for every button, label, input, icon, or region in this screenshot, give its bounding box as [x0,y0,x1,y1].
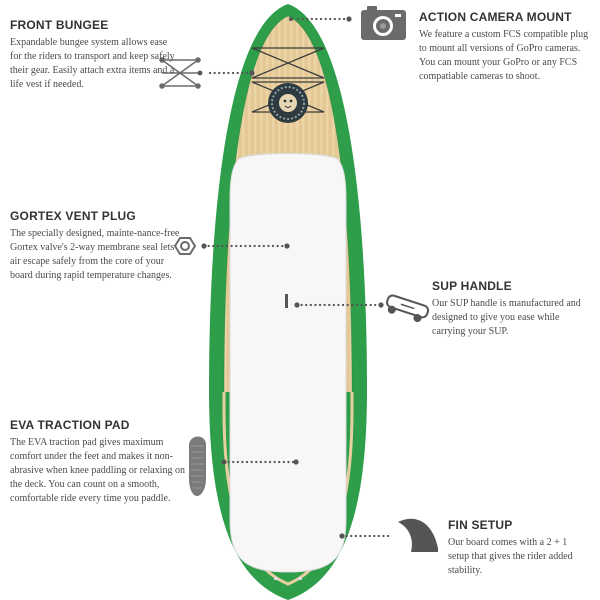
logo-emblem [268,83,308,123]
feature-title: SUP HANDLE [432,279,512,293]
traction-pad-icon [189,436,206,496]
camera-mount-point [289,17,293,21]
feature-description: We feature a custom FCS compatible plug … [419,29,589,82]
vent-plug-icon [173,237,197,255]
camera-icon [361,6,406,40]
feature-gortex-vent-plug: GORTEX VENT PLUG The specially designed,… [10,209,180,283]
feature-description: Our board comes with a 2 + 1 setup that … [448,537,573,576]
feature-title: FIN SETUP [448,518,513,532]
feature-title: EVA TRACTION PAD [10,418,130,432]
handle-mark [285,294,288,308]
feature-front-bungee: FRONT BUNGEE Expandable bungee system al… [10,18,175,92]
feature-description: The specially designed, mainte-nance-fre… [10,228,180,281]
feature-fin-setup: FIN SETUP Our board comes with a 2 + 1 s… [448,518,590,578]
feature-action-camera-mount: ACTION CAMERA MOUNT We feature a custom … [419,10,591,84]
feature-eva-traction-pad: EVA TRACTION PAD The EVA traction pad gi… [10,418,188,506]
traction-pad [229,153,347,573]
handle-icon [386,294,430,323]
feature-title: GORTEX VENT PLUG [10,209,136,223]
feature-sup-handle: SUP HANDLE Our SUP handle is manufacture… [432,279,592,339]
feature-title: FRONT BUNGEE [10,18,109,32]
feature-description: Expandable bungee system allows ease for… [10,37,175,90]
feature-description: Our SUP handle is manufactured and desig… [432,298,581,337]
feature-description: The EVA traction pad gives maximum comfo… [10,437,185,504]
fin-icon [398,518,438,552]
feature-title: ACTION CAMERA MOUNT [419,10,572,24]
bungee-icon [159,57,201,89]
